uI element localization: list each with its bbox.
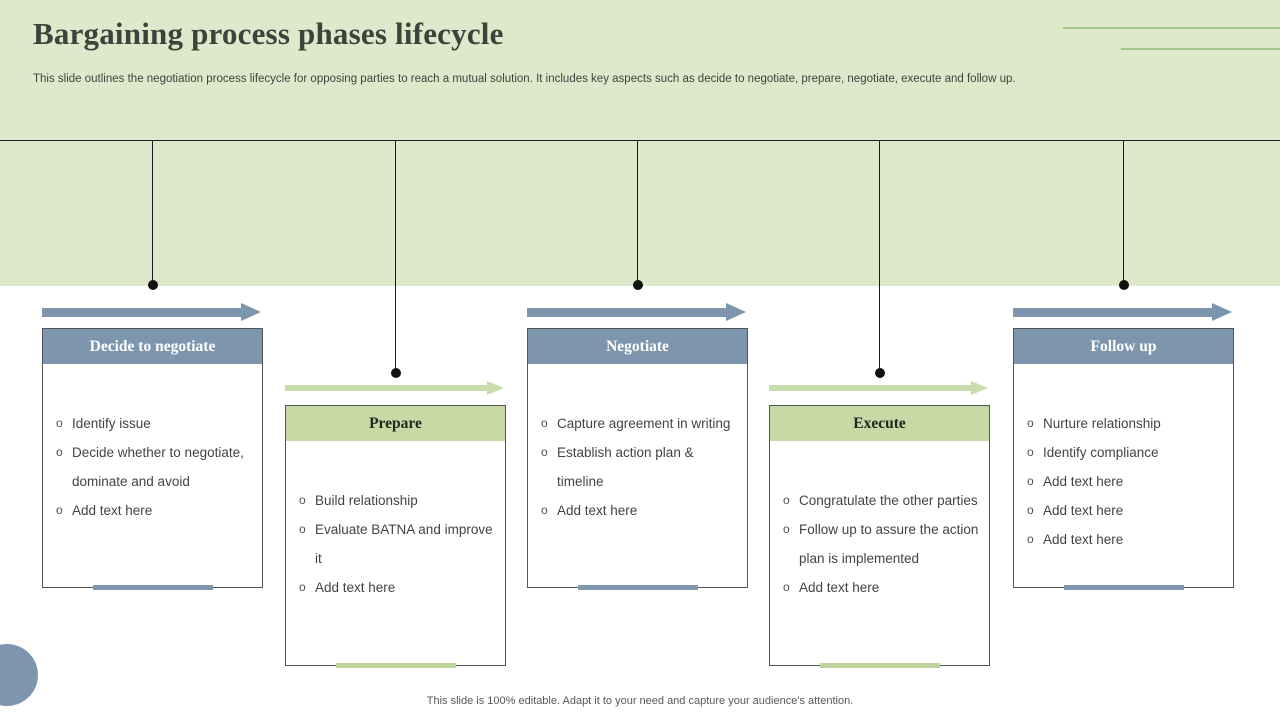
arrow-right-icon: [42, 303, 261, 321]
bullet-item: Add text here: [783, 573, 981, 602]
page-subtitle: This slide outlines the negotiation proc…: [33, 73, 1016, 85]
arrow-bar: [769, 385, 971, 391]
bullet-item: Congratulate the other parties: [783, 486, 981, 515]
arrow-bar: [1013, 307, 1212, 317]
phase: Decide to negotiate Identify issueDecide…: [42, 140, 263, 700]
bullet-item: Add text here: [56, 496, 254, 525]
arrow-bar: [285, 385, 487, 391]
phase-title: Negotiate: [606, 337, 669, 355]
connector-line: [637, 141, 638, 285]
arrow-bar: [42, 307, 241, 317]
phase-card: Follow up Nurture relationshipIdentify c…: [1013, 328, 1234, 590]
decorative-line: [1121, 48, 1280, 50]
phase: Execute Congratulate the other partiesFo…: [769, 140, 990, 700]
arrow-head: [241, 303, 261, 321]
bullet-item: Add text here: [1027, 496, 1225, 525]
phase: Follow up Nurture relationshipIdentify c…: [1013, 140, 1234, 700]
phase: Negotiate Capture agreement in writingEs…: [527, 140, 748, 700]
arrow-right-icon: [1013, 303, 1232, 321]
bullet-item: Follow up to assure the action plan is i…: [783, 515, 981, 573]
phase-bullets: Congratulate the other partiesFollow up …: [770, 441, 989, 602]
bullet-item: Nurture relationship: [1027, 409, 1225, 438]
phase-header: Negotiate: [528, 329, 747, 364]
connector-line: [1123, 141, 1124, 285]
arrow-head: [487, 381, 504, 395]
arrow-bar: [527, 307, 726, 317]
connector-line: [152, 141, 153, 285]
timeline-dot-icon: [632, 280, 643, 290]
phase-title: Prepare: [369, 414, 422, 432]
phase-bullets: Nurture relationshipIdentify complianceA…: [1014, 364, 1233, 554]
page-title: Bargaining process phases lifecycle: [33, 16, 504, 51]
bullet-item: Add text here: [541, 496, 739, 525]
phase-card: Decide to negotiate Identify issueDecide…: [42, 328, 263, 590]
phase-title: Follow up: [1090, 337, 1157, 355]
phase-card: Execute Congratulate the other partiesFo…: [769, 405, 990, 668]
timeline-dot-icon: [390, 368, 401, 378]
phase-card: Negotiate Capture agreement in writingEs…: [527, 328, 748, 590]
phase-header: Prepare: [286, 406, 505, 441]
bullet-item: Decide whether to negotiate, dominate an…: [56, 438, 254, 496]
phase-title: Execute: [853, 414, 906, 432]
arrow-right-icon: [285, 381, 504, 395]
bullet-item: Identify compliance: [1027, 438, 1225, 467]
bullet-item: Identify issue: [56, 409, 254, 438]
arrow-right-icon: [769, 381, 988, 395]
bullet-item: Add text here: [299, 573, 497, 602]
top-green-band: [0, 0, 1280, 286]
timeline-dot-icon: [147, 280, 158, 290]
bullet-item: Evaluate BATNA and improve it: [299, 515, 497, 573]
phase-card: Prepare Build relationshipEvaluate BATNA…: [285, 405, 506, 668]
decorative-line: [1063, 27, 1280, 29]
phase-bullets: Identify issueDecide whether to negotiat…: [43, 364, 262, 525]
arrow-head: [1212, 303, 1232, 321]
connector-line: [879, 141, 880, 373]
phase-bullets: Capture agreement in writingEstablish ac…: [528, 364, 747, 525]
phase-title: Decide to negotiate: [89, 337, 216, 355]
bullet-item: Build relationship: [299, 486, 497, 515]
phase-header: Decide to negotiate: [43, 329, 262, 364]
bullet-item: Add text here: [1027, 467, 1225, 496]
arrow-right-icon: [527, 303, 746, 321]
phase: Prepare Build relationshipEvaluate BATNA…: [285, 140, 506, 700]
bullet-item: Establish action plan & timeline: [541, 438, 739, 496]
connector-line: [395, 141, 396, 373]
timeline-line: [0, 140, 1280, 141]
arrow-head: [971, 381, 988, 395]
phase-header: Follow up: [1014, 329, 1233, 364]
phase-header: Execute: [770, 406, 989, 441]
bullet-item: Capture agreement in writing: [541, 409, 739, 438]
footer-note: This slide is 100% editable. Adapt it to…: [426, 695, 854, 707]
timeline-dot-icon: [874, 368, 885, 378]
phase-bullets: Build relationshipEvaluate BATNA and imp…: [286, 441, 505, 602]
arrow-head: [726, 303, 746, 321]
timeline-dot-icon: [1118, 280, 1129, 290]
bullet-item: Add text here: [1027, 525, 1225, 554]
